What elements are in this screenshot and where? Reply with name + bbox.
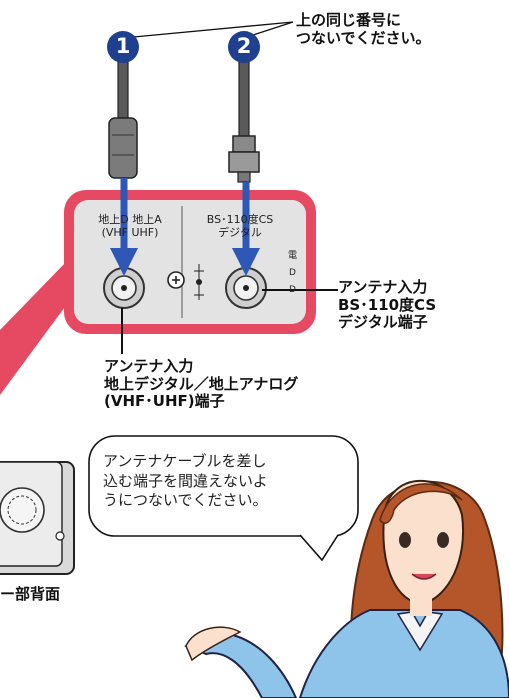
- badge-1: 1: [115, 34, 131, 58]
- panel-label-bs-cs-line2: デジタル: [218, 225, 262, 239]
- device-caption: ー部背面: [0, 585, 61, 603]
- callout-leader-lines: [121, 289, 338, 354]
- power-polarity-icon: [167, 264, 204, 300]
- panel-label-terrestrial: 地上D 地上A (VHF UHF): [80, 213, 180, 239]
- callout-terrestrial-line3: (VHF･UHF)端子: [104, 392, 225, 411]
- callout-terrestrial: アンテナ入力 地上デジタル／地上アナログ (VHF･UHF)端子: [104, 357, 299, 411]
- panel-label-terrestrial-line2: (VHF UHF): [101, 225, 159, 239]
- recorder-device: [0, 461, 75, 575]
- panel-side-text: 電 D D: [288, 248, 297, 299]
- callout-terrestrial-line1: アンテナ入力: [104, 357, 194, 375]
- woman-illustration: [184, 479, 509, 698]
- top-note-line1: 上の同じ番号に: [296, 11, 402, 29]
- speech-bubble-shape: [88, 435, 359, 562]
- panel-side-text-3: D: [289, 285, 296, 296]
- top-note-line2: つないでください。: [296, 28, 431, 47]
- badge-2-shape: [228, 31, 260, 63]
- panel-label-bs-cs: BS･110度CS デジタル: [192, 213, 288, 239]
- speech-bubble-text: アンテナケーブルを差し 込む端子を間違えないよ うにつないでください。: [103, 452, 268, 511]
- cable-1: [108, 61, 138, 179]
- top-note: 上の同じ番号に つないでください。: [296, 11, 431, 47]
- callout-bs-cs-line1: アンテナ入力: [338, 278, 428, 296]
- terminal-bs-cs: [225, 267, 267, 309]
- badge-1-shape: [107, 31, 139, 63]
- callout-bs-cs-line2: BS･110度CS: [338, 295, 437, 314]
- speech-line2: 込む端子を間違えないよ: [103, 471, 268, 490]
- callout-bs-cs-line3: デジタル端子: [338, 313, 428, 332]
- callout-bs-cs: アンテナ入力 BS･110度CS デジタル端子: [338, 278, 437, 332]
- zoom-wedge: [0, 262, 70, 395]
- note-leader-lines: [122, 21, 294, 39]
- panel-side-text-2: D: [289, 268, 296, 279]
- speech-line3: うにつないでください。: [103, 491, 268, 509]
- panel-label-terrestrial-line1: 地上D 地上A: [98, 213, 162, 226]
- callout-terrestrial-line2: 地上デジタル／地上アナログ: [104, 374, 299, 393]
- badge-2: 2: [236, 34, 252, 58]
- terminal-terrestrial: [103, 267, 145, 309]
- panel-side-text-1: 電: [288, 251, 298, 261]
- panel-label-bs-cs-line1: BS･110度CS: [206, 213, 274, 226]
- speech-line1: アンテナケーブルを差し: [103, 452, 267, 470]
- cable-2: [228, 61, 260, 183]
